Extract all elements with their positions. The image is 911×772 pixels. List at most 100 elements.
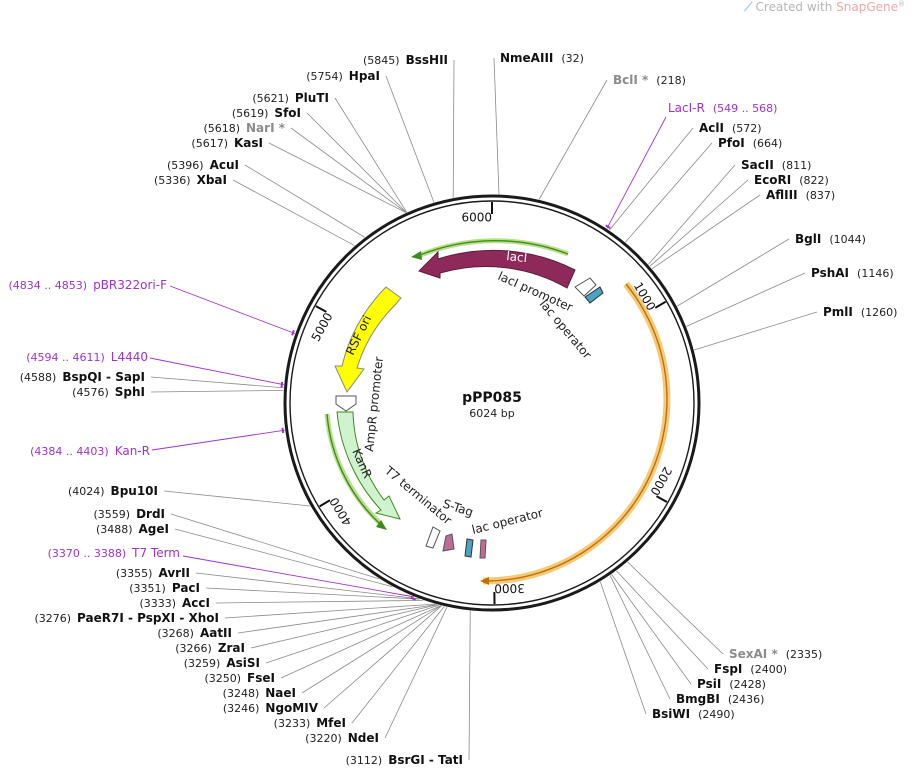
restriction-site[interactable]: PaeR7I - PspXI - XhoI(3276): [34, 611, 219, 625]
restriction-site[interactable]: AatII(3268): [157, 626, 232, 640]
restriction-site[interactable]: SacII(811): [741, 158, 811, 172]
restriction-site[interactable]: AccI(3333): [139, 596, 210, 610]
site-name: BclI *: [613, 73, 649, 87]
restriction-site[interactable]: Bpu10I(4024): [68, 484, 158, 498]
restriction-site[interactable]: BssHII(5845): [363, 53, 448, 67]
primer-leader-line: [169, 285, 296, 334]
laci-outline-line: [419, 240, 569, 256]
restriction-site[interactable]: AclI(572): [699, 121, 762, 135]
site-position: (5396): [167, 159, 204, 172]
primer-label[interactable]: T7 Term(3370 .. 3388): [48, 546, 180, 560]
restriction-site[interactable]: AflIII(837): [766, 188, 835, 202]
primer-range: (4384 .. 4403): [30, 445, 109, 458]
restriction-site[interactable]: NarI *(5618): [203, 121, 285, 135]
site-position: (837): [806, 189, 836, 202]
snapgene-watermark: ⟋Created with SnapGene®: [744, 0, 905, 14]
restriction-site[interactable]: EcoRI(822): [754, 173, 829, 187]
site-position: (2490): [698, 708, 735, 721]
restriction-site[interactable]: PsiI(2428): [697, 677, 766, 691]
site-position: (3250): [204, 672, 241, 685]
primer-name: T7 Term: [131, 546, 180, 560]
restriction-site[interactable]: PluTI(5621): [252, 91, 329, 105]
orange-feature-arrow: [488, 283, 668, 582]
restriction-site[interactable]: FspI(2400): [714, 662, 787, 676]
site-leader-line: [244, 164, 365, 238]
site-leader-line: [351, 606, 445, 724]
ruler-tick: [655, 495, 668, 503]
site-name: DrdI: [136, 507, 165, 521]
restriction-site[interactable]: NdeI(3220): [305, 731, 379, 745]
primer-label[interactable]: LacI-R (549 .. 568): [668, 101, 777, 115]
site-position: (32): [561, 52, 584, 65]
restriction-site[interactable]: AgeI(3488): [96, 522, 169, 536]
site-name: XbaI: [197, 173, 227, 187]
primer-name: LacI-R: [668, 101, 705, 115]
restriction-site[interactable]: NgoMIV(3246): [223, 701, 319, 715]
site-name: PsiI: [697, 677, 721, 691]
site-name: KasI: [234, 136, 263, 150]
restriction-site[interactable]: DrdI(3559): [93, 507, 165, 521]
site-position: (3488): [96, 523, 133, 536]
ampr-promoter-arrow: [335, 395, 357, 412]
ruler-tick-label: 4000: [327, 495, 355, 528]
restriction-site[interactable]: NaeI(3248): [223, 686, 296, 700]
site-leader-line: [609, 575, 671, 700]
ampr-promoter-label: AmpR promoter: [362, 356, 386, 452]
restriction-site[interactable]: AvrII(3355): [116, 566, 190, 580]
plasmid-backbone: [283, 194, 701, 612]
site-leader-line: [174, 528, 393, 588]
site-leader-line: [651, 194, 761, 270]
restriction-site[interactable]: BglI(1044): [795, 232, 866, 246]
ruler-tick: [319, 499, 331, 508]
restriction-site[interactable]: BclI *(218): [613, 73, 686, 87]
kanr-outline-arrowhead: [376, 520, 387, 530]
site-name: NmeAIII: [500, 51, 553, 65]
primer-name: L4440: [111, 350, 148, 364]
primer-label[interactable]: Kan-R(4384 .. 4403): [30, 444, 150, 458]
site-position: (2335): [786, 648, 823, 661]
restriction-site[interactable]: AcuI(5396): [167, 158, 239, 172]
primer-label[interactable]: L4440(4594 .. 4611): [26, 350, 148, 364]
laci-label: lacI: [506, 249, 528, 265]
lac-operator-2-label: lac operator: [470, 506, 544, 537]
site-name: PacI: [172, 581, 200, 595]
restriction-site[interactable]: BmgBI(2436): [676, 692, 764, 706]
site-position: (4024): [68, 485, 105, 498]
site-name: EcoRI: [754, 173, 791, 187]
restriction-site[interactable]: AsiSI(3259): [184, 656, 260, 670]
site-name: AvrII: [158, 566, 190, 580]
restriction-site[interactable]: SfoI(5619): [232, 106, 301, 120]
site-leader-line: [301, 605, 442, 694]
restriction-site[interactable]: NmeAIII (32): [500, 51, 584, 65]
site-position: (3259): [184, 657, 221, 670]
site-leader-line: [280, 605, 441, 679]
restriction-site[interactable]: HpaI(5754): [306, 69, 380, 83]
restriction-site[interactable]: PshAI(1146): [811, 266, 894, 280]
site-position: (5845): [363, 54, 400, 67]
site-position: (3333): [139, 597, 176, 610]
restriction-site[interactable]: SexAI *(2335): [729, 647, 822, 661]
restriction-site[interactable]: XbaI(5336): [154, 173, 227, 187]
restriction-site[interactable]: BspQI - SapI(4588): [20, 370, 145, 384]
restriction-site[interactable]: PfoI(664): [718, 136, 782, 150]
feature-small-arrow: [479, 539, 487, 559]
site-leader-line: [290, 127, 407, 213]
primer-range: (549 .. 568): [713, 102, 778, 115]
site-name: NaeI: [265, 686, 296, 700]
site-leader-line: [625, 142, 713, 243]
restriction-site[interactable]: BsiWI(2490): [652, 707, 735, 721]
restriction-site[interactable]: ZraI(3266): [175, 641, 245, 655]
site-name: SfoI: [274, 106, 301, 120]
primer-label[interactable]: pBR322ori-F(4834 .. 4853): [9, 278, 168, 292]
restriction-site[interactable]: PmlI(1260): [823, 305, 897, 319]
site-leader-line: [452, 59, 455, 198]
site-position: (3233): [274, 717, 311, 730]
restriction-site[interactable]: BsrGI - TatI(3112): [346, 753, 463, 767]
restriction-site[interactable]: KasI(5617): [191, 136, 263, 150]
restriction-site[interactable]: MfeI(3233): [274, 716, 346, 730]
site-leader-line: [493, 57, 500, 195]
restriction-site[interactable]: SphI(4576): [72, 385, 145, 399]
restriction-site[interactable]: FseI(3250): [204, 671, 275, 685]
restriction-site[interactable]: PacI(3351): [129, 581, 200, 595]
site-position: (811): [782, 159, 812, 172]
